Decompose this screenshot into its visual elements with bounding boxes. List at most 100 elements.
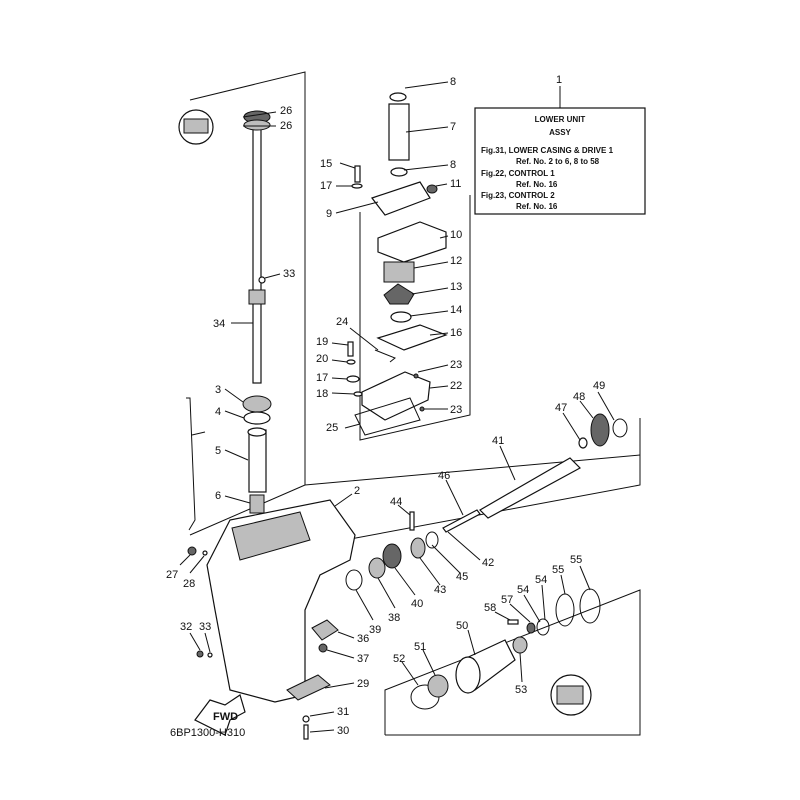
callout-54b: 54 xyxy=(535,574,547,586)
callout-47: 47 xyxy=(555,402,567,414)
callout-8b: 8 xyxy=(450,159,456,171)
leader-47 xyxy=(562,412,581,441)
leader-6 xyxy=(224,495,251,504)
drive-shaft-spline xyxy=(248,289,266,305)
callout-21: 20 xyxy=(316,353,328,365)
callout-10: 10 xyxy=(450,229,462,241)
washer-47 xyxy=(578,437,588,449)
outer-plate-15 xyxy=(376,324,448,351)
callout-1: 1 xyxy=(556,74,562,86)
leader-38 xyxy=(377,577,396,609)
leader-15 xyxy=(429,332,449,336)
legend-title-2: ASSY xyxy=(549,128,571,137)
leader-50 xyxy=(467,629,476,656)
leader-11 xyxy=(435,183,448,187)
shift-rod-58 xyxy=(186,397,196,531)
oil-seal-54 xyxy=(536,618,550,636)
callout-53: 53 xyxy=(515,684,527,696)
dowel-23a xyxy=(413,373,419,379)
washer-31 xyxy=(302,715,310,723)
callout-44: 44 xyxy=(390,496,402,508)
leader-14 xyxy=(409,310,449,317)
callout-51: 51 xyxy=(414,641,426,653)
o-ring-55b xyxy=(579,588,601,624)
detail-seal-icon xyxy=(183,118,209,134)
callout-55b: 55 xyxy=(570,554,582,566)
leader-48 xyxy=(579,400,594,419)
callout-27: 27 xyxy=(166,569,178,581)
dowel-23b xyxy=(419,406,425,412)
leader-19 xyxy=(331,392,355,395)
callout-7: 7 xyxy=(450,121,456,133)
leader-33 xyxy=(204,632,211,653)
casing-group-divider xyxy=(304,454,641,486)
leader-31 xyxy=(309,711,335,717)
plate-18 xyxy=(346,375,360,383)
callout-5: 5 xyxy=(215,445,221,457)
leader-44 xyxy=(397,504,411,516)
leader-20 xyxy=(331,342,349,346)
pin-35 xyxy=(258,276,266,284)
leader-3 xyxy=(224,388,244,403)
legend-line-6: Ref. No. 16 xyxy=(516,202,558,211)
washer-28 xyxy=(202,550,208,556)
bearing-51 xyxy=(427,674,449,698)
leader-41 xyxy=(499,445,516,481)
legend-line-4: Ref. No. 16 xyxy=(516,180,558,189)
leader-12 xyxy=(413,261,449,269)
leader-24 xyxy=(349,327,379,351)
callout-50: 50 xyxy=(456,620,468,632)
figure-code: 6BP1300-H310 xyxy=(170,727,245,739)
callout-3: 3 xyxy=(215,384,221,396)
nut-37 xyxy=(318,643,328,653)
callout-14: 14 xyxy=(450,304,462,316)
leader-35 xyxy=(264,273,281,279)
leader-21 xyxy=(331,359,348,363)
detail-seal-icon-2 xyxy=(556,685,584,705)
washer-19 xyxy=(353,391,363,397)
callout-52: 52 xyxy=(393,653,405,665)
leader-27 xyxy=(179,554,191,566)
washer-4 xyxy=(243,411,271,425)
callout-54a: 54 xyxy=(517,584,529,596)
callout-45: 45 xyxy=(456,571,468,583)
shim-39 xyxy=(345,569,363,591)
bolt-16 xyxy=(354,165,361,183)
leader-16 xyxy=(339,162,356,169)
callout-16: 15 xyxy=(320,158,332,170)
leader-58 xyxy=(191,431,206,436)
water-pump-group-outline xyxy=(359,195,471,441)
propeller-shaft-housing-group xyxy=(384,589,641,736)
callout-26a: 26 xyxy=(280,105,292,117)
leader-46 xyxy=(445,479,464,516)
pin-44 xyxy=(409,511,415,531)
assembly-legend-box xyxy=(474,107,646,215)
pin-24 xyxy=(374,349,396,363)
leader-42 xyxy=(447,531,481,561)
o-ring-8a xyxy=(389,92,407,102)
callout-26b: 26 xyxy=(280,120,292,132)
callout-48: 48 xyxy=(573,391,585,403)
housing-50-face xyxy=(455,656,481,694)
legend-title-1: LOWER UNIT xyxy=(535,115,586,124)
callout-56: 57 xyxy=(501,594,513,606)
leader-51 xyxy=(422,649,436,676)
callout-28: 28 xyxy=(183,578,195,590)
fwd-arrow-icon xyxy=(194,694,246,736)
leader-45 xyxy=(431,544,461,574)
callout-36: 36 xyxy=(357,633,369,645)
callout-25: 25 xyxy=(326,422,338,434)
leader-43 xyxy=(419,557,441,586)
drive-shaft xyxy=(252,127,262,384)
driveshaft-group-outline xyxy=(189,71,306,536)
o-ring-55a xyxy=(555,593,575,627)
shim-49 xyxy=(612,418,628,438)
leader-54a xyxy=(523,594,541,623)
pinion-43 xyxy=(410,537,426,559)
fwd-label: FWD xyxy=(213,711,238,723)
leader-53 xyxy=(519,652,523,683)
callout-49: 49 xyxy=(593,380,605,392)
leader-18 xyxy=(331,377,348,380)
